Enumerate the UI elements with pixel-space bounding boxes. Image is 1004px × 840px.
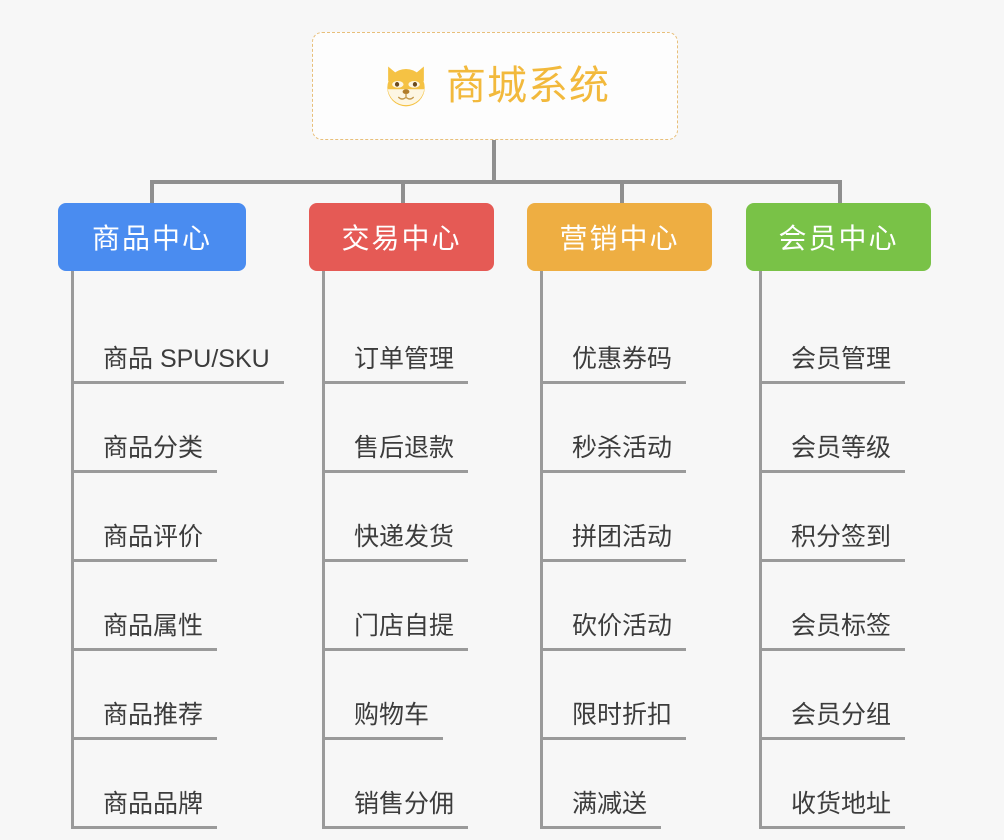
leaf-label: 售后退款 [322, 434, 469, 473]
category-header-trade-center[interactable]: 交易中心 [309, 203, 494, 271]
category-header-member-center[interactable]: 会员中心 [746, 203, 931, 271]
column-member-center: 会员中心 会员管理 会员等级 积分签到 会员标签 会员分组 收货地址 [746, 203, 931, 829]
leaf-label: 购物车 [322, 701, 444, 740]
leaf-label: 商品评价 [71, 523, 218, 562]
list-item[interactable]: 商品推荐 [58, 651, 246, 740]
list-item[interactable]: 积分签到 [746, 473, 931, 562]
list-item[interactable]: 会员标签 [746, 562, 931, 651]
category-header-product-center[interactable]: 商品中心 [58, 203, 246, 271]
leaf-trunk-line [322, 271, 325, 829]
list-item[interactable]: 商品评价 [58, 473, 246, 562]
list-item[interactable]: 拼团活动 [527, 473, 712, 562]
leaf-list-marketing-center: 优惠券码 秒杀活动 拼团活动 砍价活动 限时折扣 满减送 [527, 271, 712, 829]
list-item[interactable]: 销售分佣 [309, 740, 494, 829]
list-item[interactable]: 满减送 [527, 740, 712, 829]
connector-horizontal-bus [150, 180, 842, 184]
leaf-label: 快递发货 [322, 523, 469, 562]
leaf-label: 销售分佣 [322, 790, 469, 829]
leaf-label: 会员管理 [759, 345, 906, 384]
leaf-list-product-center: 商品 SPU/SKU 商品分类 商品评价 商品属性 商品推荐 商品品牌 [58, 271, 284, 829]
leaf-label: 积分签到 [759, 523, 906, 562]
list-item[interactable]: 会员等级 [746, 384, 931, 473]
list-item[interactable]: 商品分类 [58, 384, 246, 473]
leaf-trunk-line [540, 271, 543, 829]
connector-drop-product-center [150, 180, 154, 206]
root-node[interactable]: 商城系统 [312, 32, 678, 140]
list-item[interactable]: 购物车 [309, 651, 494, 740]
leaf-label: 限时折扣 [540, 701, 687, 740]
list-item[interactable]: 秒杀活动 [527, 384, 712, 473]
leaf-label: 拼团活动 [540, 523, 687, 562]
leaf-trunk-line [71, 271, 74, 829]
leaf-label: 商品推荐 [71, 701, 218, 740]
connector-drop-member-center [838, 180, 842, 206]
leaf-label: 砍价活动 [540, 612, 687, 651]
leaf-label: 会员等级 [759, 434, 906, 473]
leaf-label: 秒杀活动 [540, 434, 687, 473]
list-item[interactable]: 收货地址 [746, 740, 931, 829]
list-item[interactable]: 限时折扣 [527, 651, 712, 740]
leaf-label: 商品分类 [71, 434, 218, 473]
list-item[interactable]: 会员分组 [746, 651, 931, 740]
connector-drop-marketing-center [620, 180, 624, 206]
list-item[interactable]: 售后退款 [309, 384, 494, 473]
shiba-dog-face-icon [387, 66, 425, 107]
root-title: 商城系统 [446, 64, 610, 108]
leaf-label: 商品属性 [71, 612, 218, 651]
leaf-trunk-line [759, 271, 762, 829]
leaf-label: 会员标签 [759, 612, 906, 651]
leaf-label: 优惠券码 [540, 345, 687, 384]
leaf-label: 收货地址 [759, 790, 906, 829]
leaf-label: 商品品牌 [71, 790, 218, 829]
list-item[interactable]: 门店自提 [309, 562, 494, 651]
leaf-list-trade-center: 订单管理 售后退款 快递发货 门店自提 购物车 销售分佣 [309, 271, 494, 829]
list-item[interactable]: 商品属性 [58, 562, 246, 651]
list-item[interactable]: 快递发货 [309, 473, 494, 562]
column-product-center: 商品中心 商品 SPU/SKU 商品分类 商品评价 商品属性 商品推荐 商品品牌 [58, 203, 284, 829]
list-item[interactable]: 会员管理 [746, 295, 931, 384]
column-trade-center: 交易中心 订单管理 售后退款 快递发货 门店自提 购物车 销售分佣 [309, 203, 494, 829]
connector-drop-trade-center [401, 180, 405, 206]
category-header-marketing-center[interactable]: 营销中心 [527, 203, 712, 271]
list-item[interactable]: 优惠券码 [527, 295, 712, 384]
leaf-label: 商品 SPU/SKU [71, 345, 284, 384]
connector-root-stem [492, 140, 496, 184]
list-item[interactable]: 砍价活动 [527, 562, 712, 651]
column-marketing-center: 营销中心 优惠券码 秒杀活动 拼团活动 砍价活动 限时折扣 满减送 [527, 203, 712, 829]
list-item[interactable]: 订单管理 [309, 295, 494, 384]
leaf-list-member-center: 会员管理 会员等级 积分签到 会员标签 会员分组 收货地址 [746, 271, 931, 829]
leaf-label: 满减送 [540, 790, 662, 829]
list-item[interactable]: 商品 SPU/SKU [58, 295, 284, 384]
leaf-label: 门店自提 [322, 612, 469, 651]
leaf-label: 会员分组 [759, 701, 906, 740]
leaf-label: 订单管理 [322, 345, 469, 384]
list-item[interactable]: 商品品牌 [58, 740, 246, 829]
